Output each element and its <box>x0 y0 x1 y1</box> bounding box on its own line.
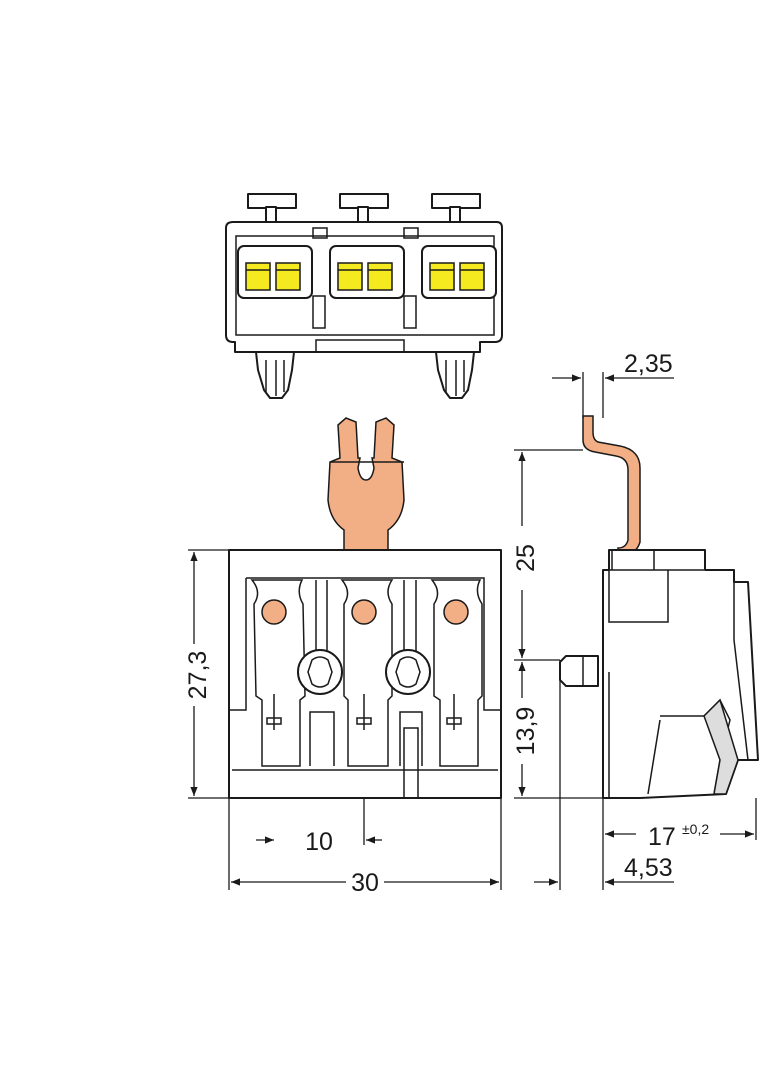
dim-depth-tolerance-label: ±0,2 <box>682 821 709 837</box>
dim-mount-offset-label: 4,53 <box>624 854 673 882</box>
clamp-windows <box>237 245 497 299</box>
dim-height-label: 27,3 <box>184 651 212 700</box>
dim-pitch-label: 10 <box>305 828 333 856</box>
dim-pin-length-label: 25 <box>512 544 540 572</box>
front-housing <box>228 549 502 799</box>
dimension-lines <box>188 372 757 890</box>
dim-width-label: 30 <box>351 869 379 897</box>
top-view <box>225 193 503 399</box>
contact-pin <box>327 417 405 553</box>
dim-mount-height-label: 13,9 <box>512 707 540 756</box>
dim-pin-thickness-label: 2,35 <box>624 350 673 378</box>
release-holes <box>261 599 469 625</box>
dim-depth-label: 17 <box>648 823 676 851</box>
front-view <box>228 417 502 799</box>
keying-markers <box>266 694 462 730</box>
coding-locks <box>297 649 431 695</box>
snap-in-feet <box>255 351 475 399</box>
side-latch <box>559 655 599 687</box>
contact-chambers <box>250 579 483 799</box>
dimension-labels: 27,3 30 10 25 13,9 2,35 17 ±0,2 4,53 <box>184 350 709 897</box>
side-view <box>559 415 759 799</box>
side-contact-pin <box>582 415 641 557</box>
